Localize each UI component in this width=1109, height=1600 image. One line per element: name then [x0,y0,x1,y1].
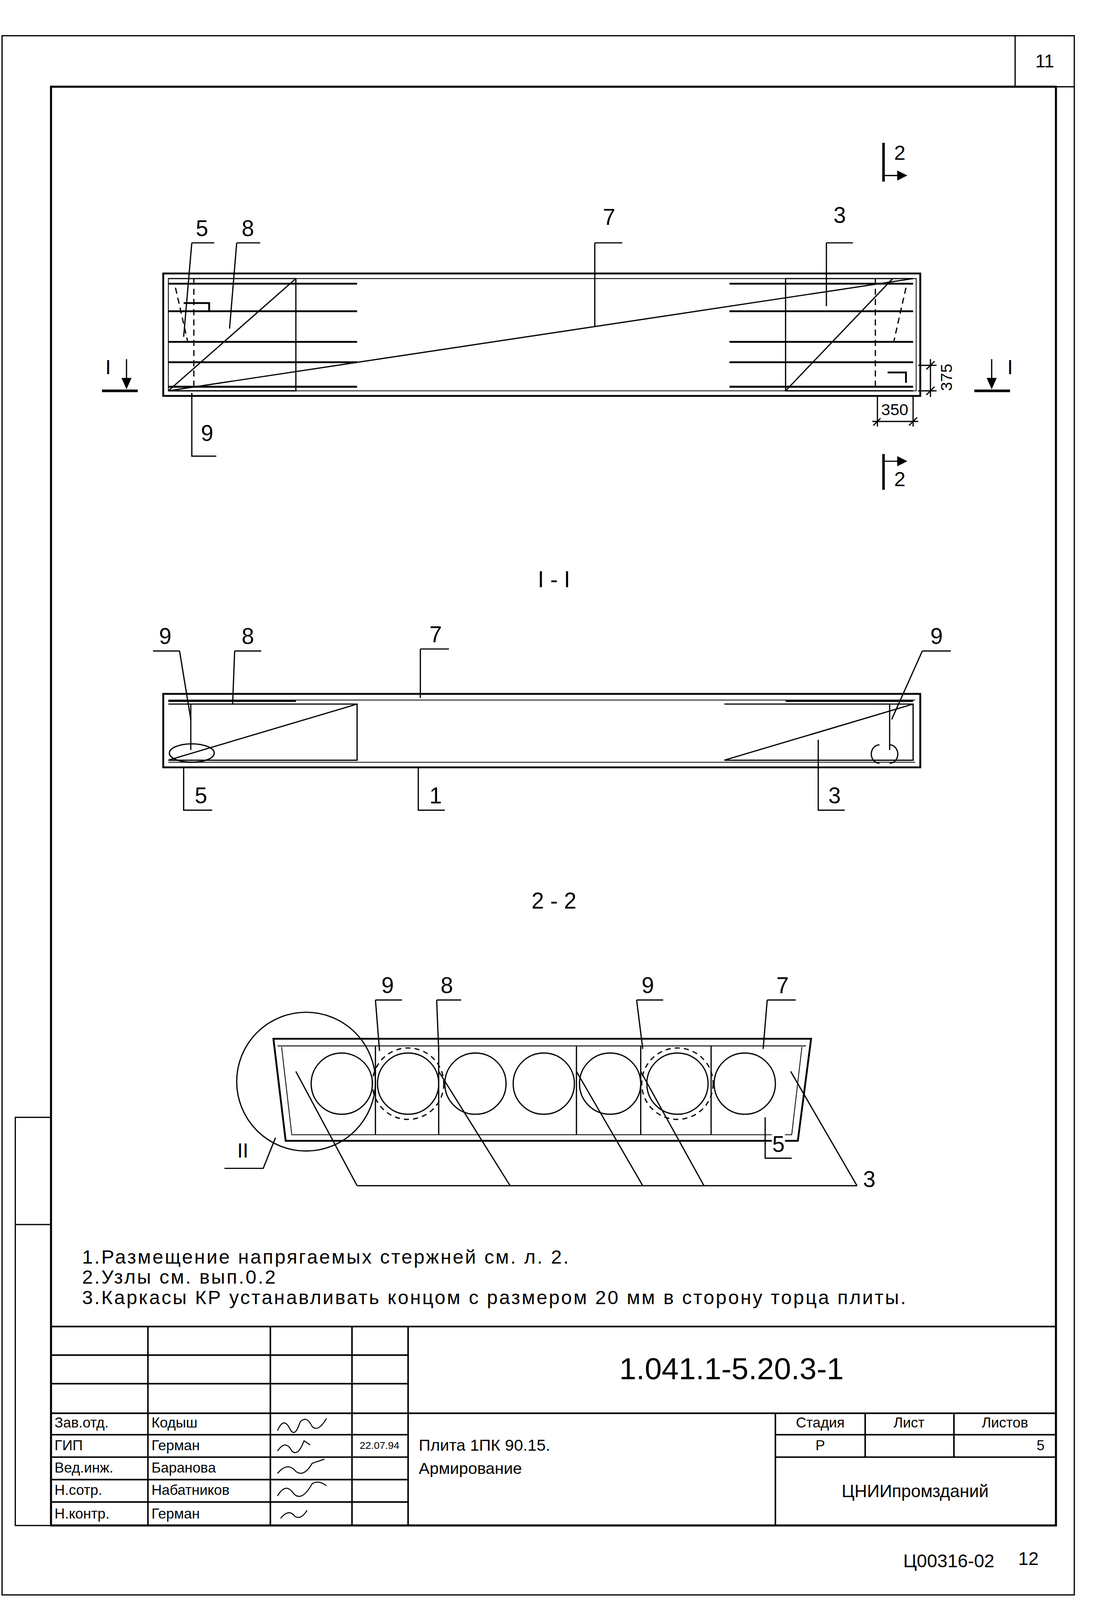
title-cell: 22.07.94 [359,1440,400,1452]
title-cell: Баранова [151,1460,217,1476]
section-title: I - I [537,567,571,592]
callout-number: 7 [602,205,616,229]
title-cell: Стадия [795,1415,845,1431]
callout-number: 8 [241,216,255,241]
callout-number: 5 [771,1133,785,1157]
organization: ЦНИИпромзданий [841,1482,990,1501]
section-mark: 2 [893,142,906,164]
note: 1.Размещение напрягаемых стержней см. л.… [81,1246,571,1268]
drawing-title: Плита 1ПК 90.15. [418,1437,551,1455]
title-cell: Герман [151,1506,201,1522]
callout-number: 5 [195,216,209,241]
callout-number: 9 [158,625,172,649]
archive-number: 12 [1017,1549,1040,1569]
callout-number: 3 [833,203,847,228]
title-cell: ГИП [54,1438,84,1454]
section-mark: I [1006,356,1013,378]
callout-number: 1 [428,783,443,808]
title-cell: Листов [981,1415,1029,1431]
callout-number: 9 [640,973,655,998]
dimension: 375 [938,363,956,392]
callout-number: 9 [930,625,944,649]
callout-number: 7 [428,622,443,647]
document-code: 1.041.1-5.20.3-1 [618,1353,845,1386]
section-mark: I [104,356,112,378]
title-cell: Лист [893,1415,926,1431]
callout-number: 7 [775,973,789,998]
title-cell: Зав.отд. [54,1415,110,1431]
title-cell: Вед.инж. [54,1460,114,1476]
callout-number: 9 [200,422,214,446]
section-mark: 2 [893,468,906,491]
title-cell: Р [814,1438,826,1454]
title-cell: Н.сотр. [54,1483,103,1499]
dimension: 350 [880,401,909,419]
title-cell: Герман [151,1438,201,1454]
note: 3.Каркасы КР устанавливать концом с разм… [81,1287,1001,1308]
detail-mark: II [236,1139,250,1162]
sheet-number: 11 [1034,51,1055,71]
title-cell: 5 [1036,1438,1045,1454]
callout-number: 3 [827,783,841,808]
drawing-title: Армирование [418,1460,523,1478]
callout-number: 8 [440,973,454,998]
note: 2.Узлы см. вып.0.2 [81,1266,278,1288]
title-cell: Набатников [151,1483,230,1499]
title-cell: Н.контр. [54,1506,111,1522]
callout-number: 9 [381,973,395,998]
callout-number: 5 [194,783,208,808]
title-cell: Кодыш [151,1415,199,1431]
callout-number: 8 [241,625,255,649]
archive-number: Ц00316-02 [902,1551,995,1571]
callout-number: 3 [862,1167,876,1192]
section-title: 2 - 2 [531,889,578,913]
